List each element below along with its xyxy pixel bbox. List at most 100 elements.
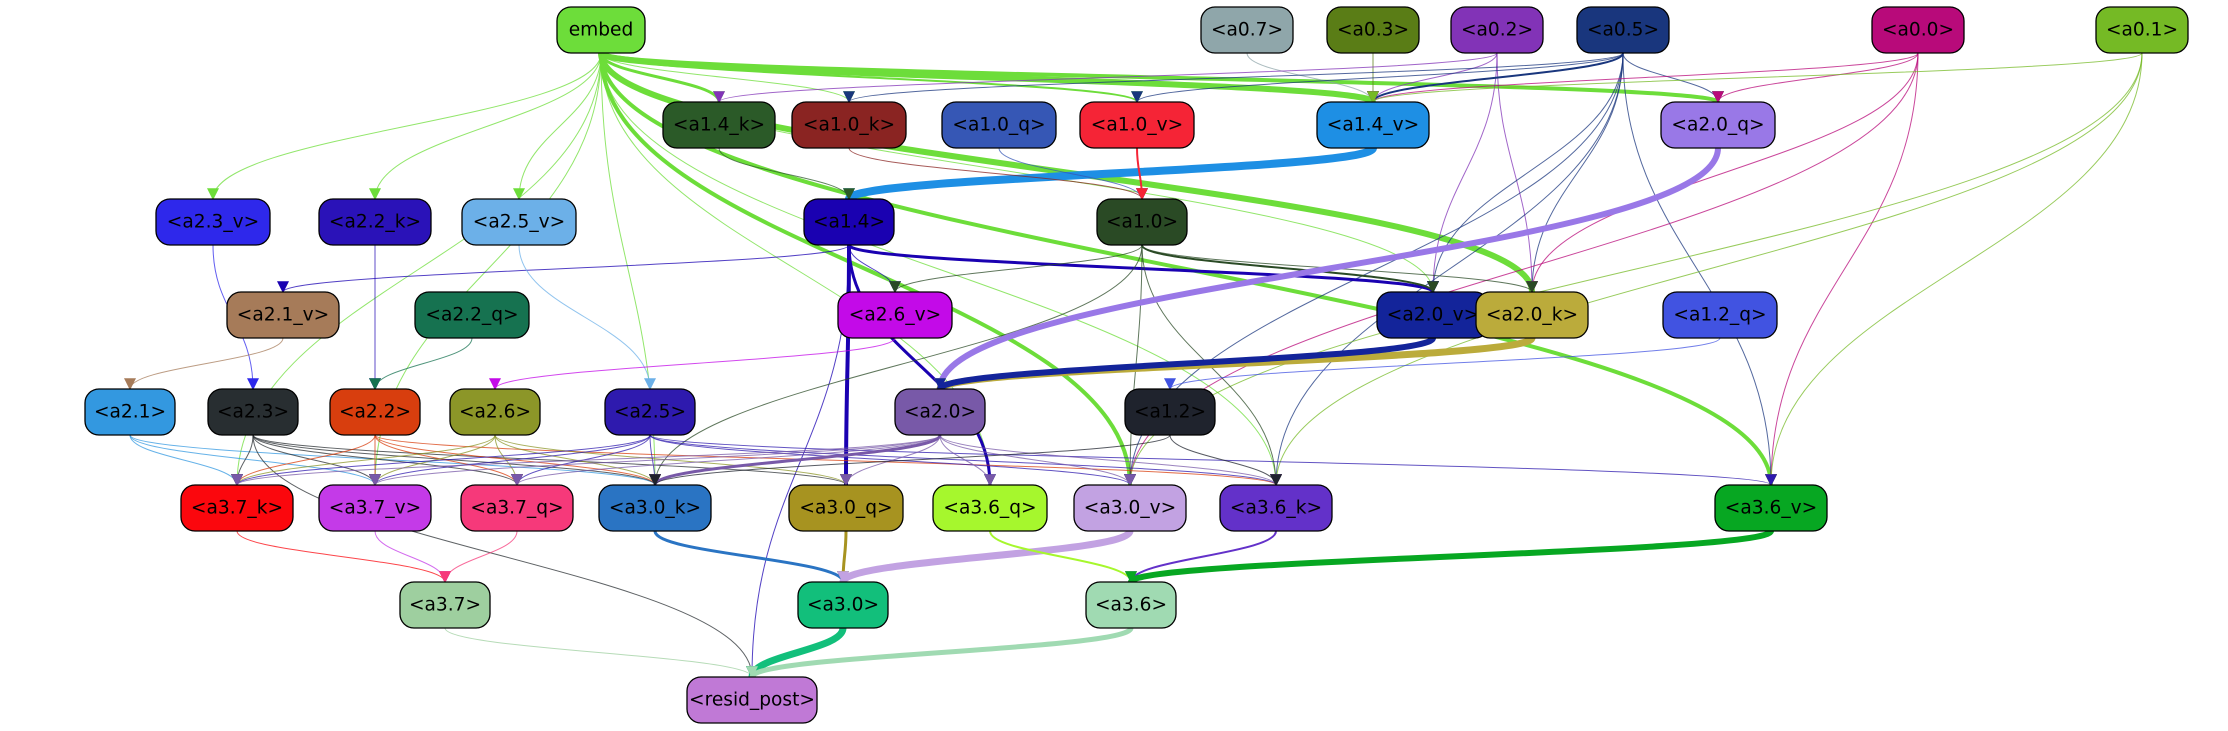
edge-a2.0_v-to-a2.0 — [934, 335, 1436, 392]
node-box — [604, 388, 696, 436]
node-a2-6-v[interactable]: <a2.6_v> — [837, 291, 953, 339]
node-a1-4[interactable]: <a1.4> — [803, 198, 895, 246]
node-label: <a1.0_q> — [952, 115, 1045, 136]
node-box — [1475, 291, 1589, 339]
node-label: <a2.1> — [94, 402, 166, 423]
node-box — [791, 101, 907, 149]
node-label: <a3.6_v> — [1725, 498, 1817, 519]
node-a3-0-v[interactable]: <a3.0_v> — [1073, 484, 1187, 532]
node-a3-7-k[interactable]: <a3.7_k> — [180, 484, 294, 532]
node-box — [461, 198, 577, 246]
node-a3-6-q[interactable]: <a3.6_q> — [932, 484, 1048, 532]
node-box — [837, 291, 953, 339]
edge-a0.1-to-a1.4_v — [1367, 52, 2143, 104]
node-resid-post[interactable]: <resid_post> — [686, 676, 818, 724]
node-a3-0-q[interactable]: <a3.0_q> — [788, 484, 904, 532]
node-a2-5[interactable]: <a2.5> — [604, 388, 696, 436]
edge-a0.5-to-a3.6_v — [1622, 52, 1777, 487]
node-a2-0-v[interactable]: <a2.0_v> — [1376, 291, 1490, 339]
edge-a2.1_v-to-a2.1 — [124, 337, 284, 391]
edge-a0.5-to-a2.0_v — [1427, 52, 1624, 294]
node-box — [1450, 6, 1544, 54]
node-a0-0[interactable]: <a0.0> — [1871, 6, 1965, 54]
node-a3-7-v[interactable]: <a3.7_v> — [318, 484, 432, 532]
node-box — [1326, 6, 1420, 54]
node-label: <a3.7_q> — [470, 498, 563, 519]
node-a2-0-q[interactable]: <a2.0_q> — [1660, 101, 1776, 149]
edge-a2.6-to-a3.0_k — [494, 434, 661, 487]
node-label: <a0.3> — [1337, 20, 1409, 41]
node-a1-4-k[interactable]: <a1.4_k> — [662, 101, 776, 149]
edge-a2.0-to-a3.7_v — [369, 434, 941, 487]
node-a0-7[interactable]: <a0.7> — [1200, 6, 1294, 54]
node-a1-0-q[interactable]: <a1.0_q> — [941, 101, 1057, 149]
node-a3-6-k[interactable]: <a3.6_k> — [1219, 484, 1333, 532]
node-a0-1[interactable]: <a0.1> — [2095, 6, 2189, 54]
edge-a2.6_v-to-a2.6 — [489, 337, 896, 391]
edge-a2.2_q-to-a2.2 — [369, 337, 473, 391]
node-a3-0[interactable]: <a3.0> — [797, 581, 889, 629]
edge-a3.7_q-to-a3.7 — [439, 530, 518, 584]
node-a1-4-v[interactable]: <a1.4_v> — [1316, 101, 1430, 149]
node-a2-1[interactable]: <a2.1> — [84, 388, 176, 436]
node-a2-0[interactable]: <a2.0> — [894, 388, 986, 436]
node-a2-3-v[interactable]: <a2.3_v> — [155, 198, 271, 246]
node-box — [941, 101, 1057, 149]
node-label: <a2.3> — [217, 402, 289, 423]
edge-a0.2-to-a2.0_k — [1496, 52, 1538, 294]
node-a1-0-k[interactable]: <a1.0_k> — [791, 101, 907, 149]
node-label: <a2.0_k> — [1486, 305, 1578, 326]
node-box — [84, 388, 176, 436]
node-a2-3[interactable]: <a2.3> — [207, 388, 299, 436]
edge-a0.1-to-a3.6_k — [1270, 52, 2143, 487]
node-box — [226, 291, 340, 339]
edge-a2.5_v-to-a2.5 — [518, 244, 656, 391]
node-box — [1085, 581, 1177, 629]
node-a2-2[interactable]: <a2.2> — [329, 388, 421, 436]
edge-a2.3-to-a3.7_q — [252, 434, 523, 487]
node-a0-5[interactable]: <a0.5> — [1576, 6, 1670, 54]
node-a3-7[interactable]: <a3.7> — [399, 581, 491, 629]
node-label: <a1.0_v> — [1091, 115, 1183, 136]
node-a2-0-k[interactable]: <a2.0_k> — [1475, 291, 1589, 339]
node-a2-2-q[interactable]: <a2.2_q> — [414, 291, 530, 339]
node-label: <a1.0_k> — [803, 115, 895, 136]
node-box — [556, 6, 646, 54]
node-label: <a2.5> — [614, 402, 686, 423]
edge-a3.7_k-to-a3.7 — [236, 530, 451, 584]
node-a2-1-v[interactable]: <a2.1_v> — [226, 291, 340, 339]
node-a1-2-q[interactable]: <a1.2_q> — [1662, 291, 1778, 339]
node-box — [1316, 101, 1430, 149]
edge-a2.0-to-a3.0_k — [649, 434, 942, 487]
node-a1-0-v[interactable]: <a1.0_v> — [1079, 101, 1195, 149]
node-label: <a1.4_k> — [673, 115, 765, 136]
node-a1-2[interactable]: <a1.2> — [1124, 388, 1216, 436]
node-box — [399, 581, 491, 629]
node-a3-6[interactable]: <a3.6> — [1085, 581, 1177, 629]
node-box — [329, 388, 421, 436]
node-a3-0-k[interactable]: <a3.0_k> — [598, 484, 712, 532]
node-label: <a3.6_q> — [943, 498, 1036, 519]
edge-a3.0_k-to-a3.0 — [653, 530, 849, 584]
node-a1-0[interactable]: <a1.0> — [1096, 198, 1188, 246]
node-label: <a3.7_v> — [329, 498, 421, 519]
node-a0-3[interactable]: <a0.3> — [1326, 6, 1420, 54]
edge-a1.0-to-a2.0_v — [1141, 244, 1439, 294]
node-box — [1662, 291, 1778, 339]
node-box — [662, 101, 776, 149]
edge-embed-to-a1.4_v — [598, 50, 1379, 105]
node-a3-7-q[interactable]: <a3.7_q> — [460, 484, 574, 532]
edge-a2.0-to-a3.6_k — [939, 434, 1282, 487]
node-box — [598, 484, 712, 532]
edge-embed-to-a2.2_k — [369, 52, 602, 201]
node-a0-2[interactable]: <a0.2> — [1450, 6, 1544, 54]
node-a2-2-k[interactable]: <a2.2_k> — [318, 198, 432, 246]
node-embed[interactable]: embed — [556, 6, 646, 54]
node-a3-6-v[interactable]: <a3.6_v> — [1714, 484, 1828, 532]
node-a2-6[interactable]: <a2.6> — [449, 388, 541, 436]
edge-a1.4-to-a2.0_v — [847, 243, 1439, 294]
node-label: <a3.6> — [1095, 595, 1167, 616]
edge-embed-to-a2.0_v — [600, 52, 1439, 294]
node-a2-5-v[interactable]: <a2.5_v> — [461, 198, 577, 246]
node-label: <a3.0> — [807, 595, 879, 616]
